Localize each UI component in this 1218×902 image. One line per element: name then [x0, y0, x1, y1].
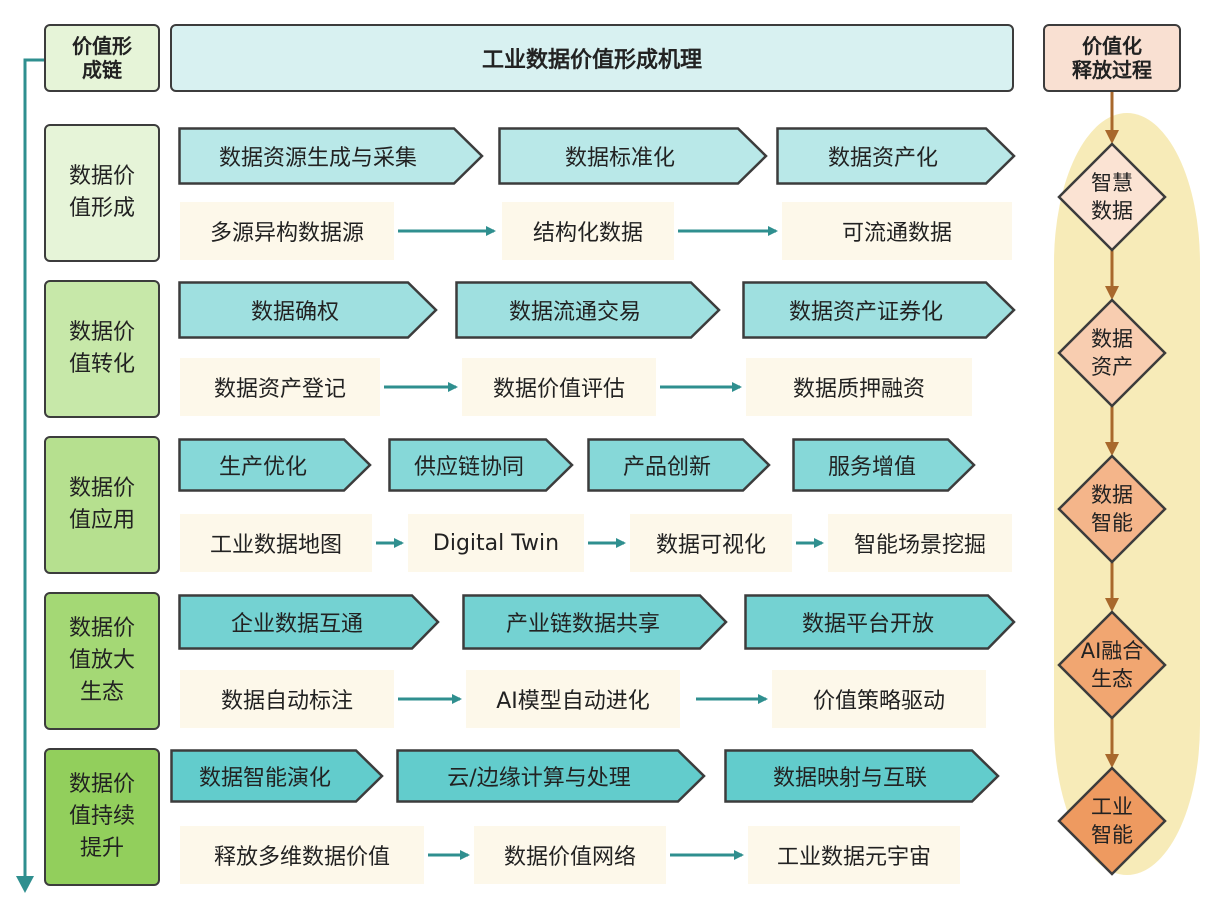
- chevron-step: 数据资产证券化: [742, 281, 1016, 339]
- stage-label: 数据价 值应用: [44, 436, 160, 574]
- detail-item: 数据价值网络: [474, 826, 666, 884]
- chevron-step: 数据资产化: [776, 127, 1016, 185]
- chevron-step: 服务增值: [792, 438, 976, 492]
- chevron-step: 供应链协同: [388, 438, 574, 492]
- release-diamond: 数据 智能: [1057, 454, 1167, 564]
- release-diamond: 工业 智能: [1057, 766, 1167, 876]
- detail-item: 数据质押融资: [746, 358, 972, 416]
- detail-item: 价值策略驱动: [772, 670, 986, 728]
- stage-label: 数据价 值持续 提升: [44, 748, 160, 886]
- diamond-shape: [1057, 766, 1167, 876]
- release-diamond: 数据 资产: [1057, 298, 1167, 408]
- chevron-step: 数据智能演化: [170, 749, 384, 803]
- diamond-shape: [1057, 298, 1167, 408]
- chevron-step: 数据流通交易: [455, 281, 721, 339]
- stage-label: 数据价 值转化: [44, 280, 160, 418]
- chevron-step: 企业数据互通: [178, 594, 440, 650]
- value-chain-header: 价值形 成链: [44, 24, 160, 92]
- diamond-shape: [1057, 454, 1167, 564]
- detail-item: 工业数据元宇宙: [748, 826, 960, 884]
- release-diamond: AI融合 生态: [1057, 610, 1167, 720]
- chevron-step: 云/边缘计算与处理: [396, 749, 706, 803]
- flow-down-arrow: [16, 58, 44, 893]
- detail-item: 释放多维数据价值: [180, 826, 424, 884]
- chevron-step: 数据映射与互联: [724, 749, 1000, 803]
- release-process-header: 价值化 释放过程: [1043, 24, 1181, 92]
- chevron-step: 产品创新: [587, 438, 771, 492]
- chevron-step: 数据资源生成与采集: [178, 127, 484, 185]
- chevron-step: 数据标准化: [498, 127, 768, 185]
- chevron-step: 数据平台开放: [744, 594, 1016, 650]
- chevron-step: 数据确权: [178, 281, 438, 339]
- detail-item: 智能场景挖掘: [828, 514, 1012, 572]
- stage-label: 数据价 值形成: [44, 124, 160, 262]
- detail-item: 数据资产登记: [180, 358, 380, 416]
- detail-item: 数据价值评估: [462, 358, 656, 416]
- detail-item: Digital Twin: [408, 514, 584, 572]
- detail-item: 数据自动标注: [180, 670, 394, 728]
- detail-item: 多源异构数据源: [180, 202, 394, 260]
- detail-item: 结构化数据: [502, 202, 674, 260]
- detail-item: 工业数据地图: [180, 514, 372, 572]
- main-title: 工业数据价值形成机理: [170, 24, 1014, 92]
- chevron-step: 生产优化: [178, 438, 372, 492]
- detail-item: 数据可视化: [630, 514, 792, 572]
- diamond-shape: [1057, 142, 1167, 252]
- stage-label: 数据价 值放大 生态: [44, 592, 160, 730]
- detail-item: AI模型自动进化: [466, 670, 680, 728]
- release-diamond: 智慧 数据: [1057, 142, 1167, 252]
- detail-item: 可流通数据: [782, 202, 1012, 260]
- diamond-shape: [1057, 610, 1167, 720]
- chevron-step: 产业链数据共享: [462, 594, 728, 650]
